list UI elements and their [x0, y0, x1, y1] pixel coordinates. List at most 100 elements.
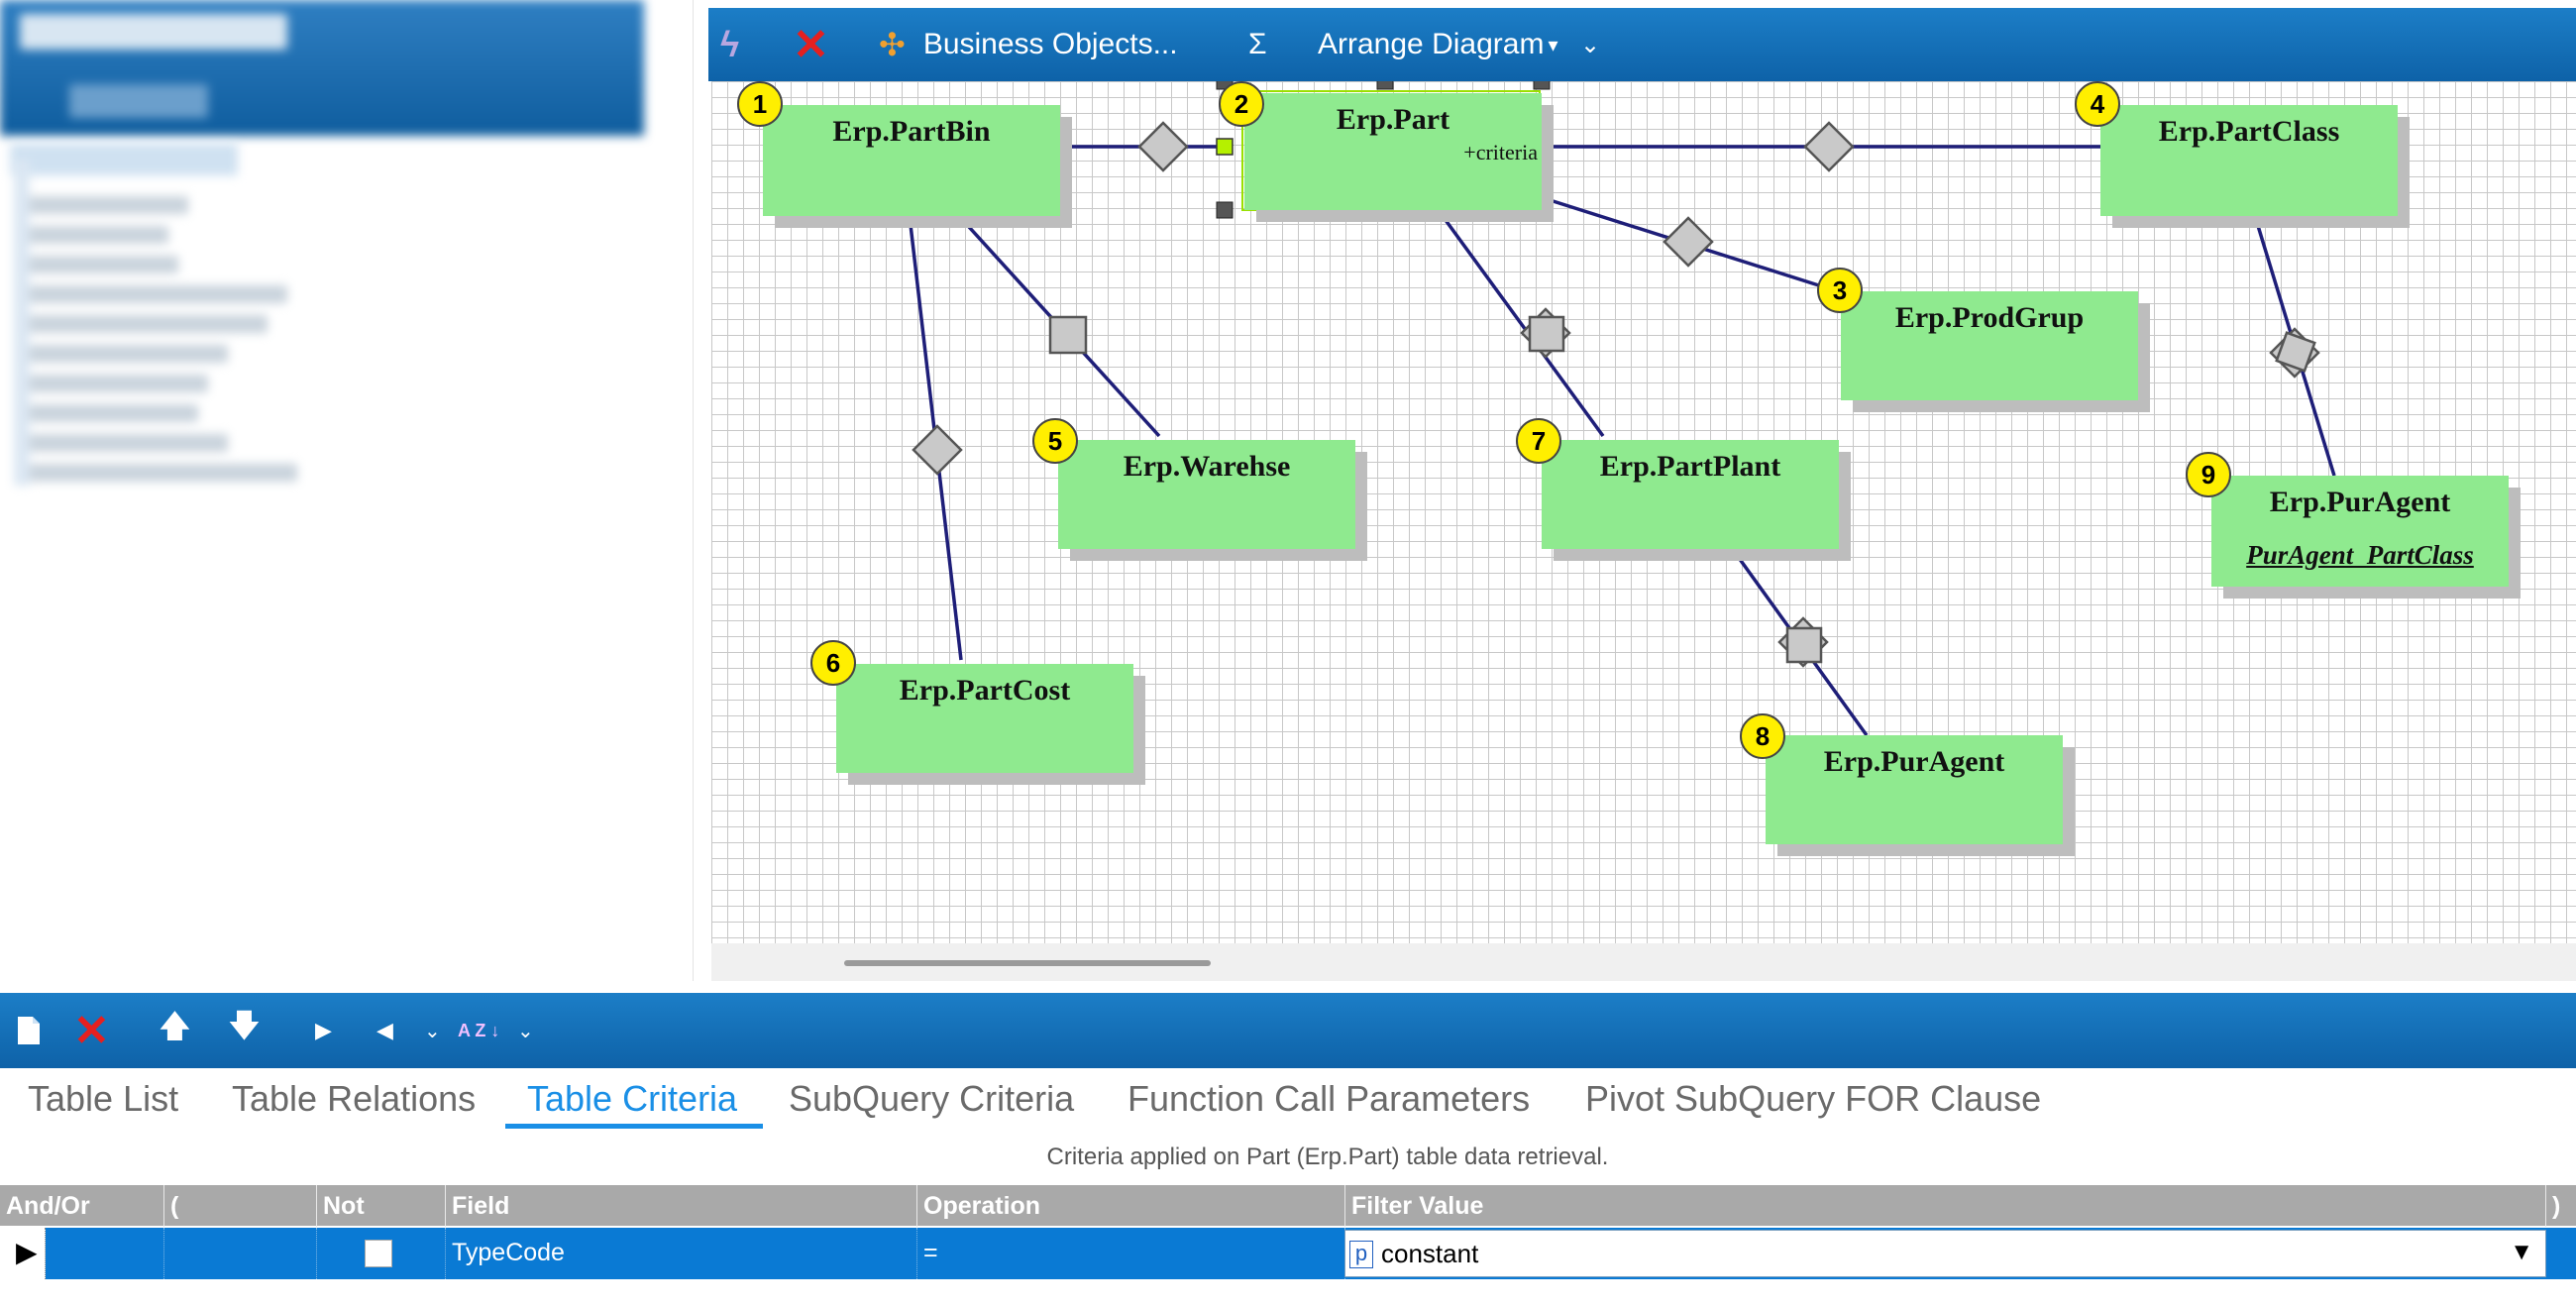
criteria-caption: Criteria applied on Part (Erp.Part) tabl…: [1046, 1144, 1609, 1170]
move-up-button[interactable]: 🡅: [159, 993, 191, 1068]
sigma-icon: Σ: [1248, 28, 1267, 60]
tab-subquery-criteria[interactable]: SubQuery Criteria: [789, 1078, 1075, 1119]
sigma-button[interactable]: Σ: [1248, 8, 1267, 81]
relation-lines: [908, 81, 2336, 737]
col-operation[interactable]: Operation: [917, 1185, 1345, 1227]
tab-table-criteria[interactable]: Table Criteria: [527, 1078, 738, 1119]
tree-item[interactable]: [30, 404, 198, 422]
node-title: Erp.PurAgent: [2269, 486, 2451, 518]
relation-diamond[interactable]: [912, 424, 963, 476]
row-pointer-icon: ▶: [16, 1237, 38, 1267]
cell-open-paren[interactable]: [164, 1228, 317, 1279]
cell-and-or[interactable]: [46, 1228, 164, 1279]
node-number-badge: 1: [737, 81, 783, 127]
node-erp-partclass[interactable]: Erp.PartClass: [2100, 105, 2398, 216]
tree-item[interactable]: [30, 226, 168, 244]
relation-diamond[interactable]: [1137, 121, 1189, 172]
left-panel-tabs[interactable]: [69, 84, 208, 118]
canvas-horizontal-scrollbar[interactable]: [711, 943, 2576, 981]
node-title: Erp.PartBin: [832, 115, 991, 148]
col-open-paren[interactable]: (: [164, 1185, 317, 1227]
toolbar-overflow-button[interactable]: ⌄: [1580, 8, 1600, 81]
node-erp-warehse[interactable]: Erp.Warehse: [1058, 440, 1355, 549]
more-button-2[interactable]: ⌄: [517, 993, 534, 1068]
node-erp-prodgrup[interactable]: Erp.ProdGrup: [1841, 291, 2138, 400]
tree-item[interactable]: [30, 315, 268, 333]
arrange-diagram-label: Arrange Diagram: [1318, 28, 1545, 60]
col-not[interactable]: Not: [317, 1185, 446, 1227]
chevron-down-icon: ▾: [1548, 34, 1558, 56]
cell-operation[interactable]: =: [917, 1228, 1345, 1279]
delete-icon: ✕: [793, 20, 829, 69]
node-number-badge: 3: [1817, 268, 1863, 313]
sort-az-icon: A Z ↓: [458, 1021, 500, 1040]
tab-table-list[interactable]: Table List: [28, 1078, 179, 1119]
business-objects-button[interactable]: ✣ Business Objects...: [879, 8, 1178, 81]
tree-item[interactable]: [30, 285, 287, 303]
indent-button[interactable]: ▶: [315, 993, 332, 1068]
node-title: Erp.PartPlant: [1599, 450, 1781, 483]
diagram-canvas[interactable]: Erp.PartBin 1 Erp.Part +criteria 2 Erp.P…: [711, 81, 2576, 943]
overflow-icon: ⌄: [517, 1020, 534, 1042]
dropdown-arrow-icon[interactable]: ▼: [2510, 1239, 2533, 1265]
col-field[interactable]: Field: [446, 1185, 917, 1227]
scrollbar-thumb[interactable]: [844, 960, 1211, 966]
cell-field[interactable]: TypeCode: [446, 1228, 917, 1279]
node-erp-puragent[interactable]: Erp.PurAgent: [1766, 735, 2063, 844]
tree-item[interactable]: [30, 464, 297, 482]
tree-item[interactable]: [30, 375, 208, 392]
col-close-paren[interactable]: ): [2552, 1192, 2561, 1220]
more-button[interactable]: ⌄: [424, 993, 441, 1068]
node-title: Erp.PurAgent: [1823, 745, 2005, 778]
link-icon: ϟ: [720, 24, 740, 64]
filter-type-indicator: p: [1349, 1241, 1373, 1268]
relation-square[interactable]: [1048, 315, 1088, 355]
not-checkbox[interactable]: [365, 1240, 392, 1267]
tab-function-call-parameters[interactable]: Function Call Parameters: [1127, 1078, 1531, 1119]
link-tool-button[interactable]: ϟ: [720, 8, 739, 81]
relation-diamond[interactable]: [1663, 216, 1714, 268]
tab-pivot-subquery[interactable]: Pivot SubQuery FOR Clause: [1585, 1078, 2042, 1119]
relation-diamond[interactable]: [1803, 121, 1855, 172]
move-down-button[interactable]: 🡇: [228, 993, 261, 1068]
arrow-down-icon: 🡇: [228, 1008, 261, 1043]
tree-selected-item[interactable]: [10, 144, 238, 175]
node-number-badge: 5: [1032, 418, 1078, 464]
overflow-icon: ⌄: [424, 1020, 441, 1042]
arrange-diagram-button[interactable]: Arrange Diagram ▾: [1318, 8, 1557, 81]
tab-table-relations[interactable]: Table Relations: [232, 1078, 477, 1119]
node-number-badge: 8: [1740, 713, 1785, 759]
node-title: Erp.Warehse: [1123, 450, 1291, 483]
node-title: Erp.PartCost: [899, 674, 1071, 707]
filter-value-combobox[interactable]: p constant ▼: [1344, 1230, 2546, 1277]
caret-left-icon: ◀: [376, 1018, 393, 1042]
tree-item[interactable]: [30, 196, 188, 214]
tree-item[interactable]: [30, 434, 228, 452]
delete-criteria-button[interactable]: ✕: [73, 993, 110, 1068]
left-panel-header: [0, 0, 644, 136]
new-criteria-button[interactable]: [16, 993, 42, 1068]
tree-item[interactable]: [30, 256, 178, 273]
node-title: Erp.PartClass: [2158, 115, 2340, 148]
sort-button[interactable]: A Z ↓: [458, 993, 499, 1068]
node-erp-partcost[interactable]: Erp.PartCost: [836, 664, 1133, 773]
delete-button[interactable]: ✕: [793, 8, 829, 81]
node-erp-partplant[interactable]: Erp.PartPlant: [1542, 440, 1839, 549]
col-filter-value[interactable]: Filter Value: [1345, 1185, 2546, 1227]
left-search-box[interactable]: [20, 14, 287, 50]
node-number-badge: 4: [2075, 81, 2120, 127]
document-icon: [18, 1017, 40, 1044]
row-indicator: ▶: [0, 1228, 46, 1279]
cell-not[interactable]: [317, 1228, 446, 1279]
node-title: Erp.Part: [1336, 103, 1450, 136]
node-erp-puragent-partclass[interactable]: Erp.PurAgent PurAgent_PartClass: [2211, 476, 2509, 587]
node-erp-part[interactable]: Erp.Part +criteria: [1244, 93, 1542, 210]
outdent-button[interactable]: ◀: [376, 993, 393, 1068]
col-and-or[interactable]: And/Or: [0, 1185, 164, 1227]
objects-icon: ✣: [879, 27, 906, 62]
caret-right-icon: ▶: [315, 1018, 332, 1042]
node-erp-partbin[interactable]: Erp.PartBin: [763, 105, 1060, 216]
tree-item[interactable]: [30, 345, 228, 363]
criteria-toolbar: ✕ 🡅 🡇 ▶ ◀ ⌄ A Z ↓ ⌄: [0, 993, 2576, 1068]
